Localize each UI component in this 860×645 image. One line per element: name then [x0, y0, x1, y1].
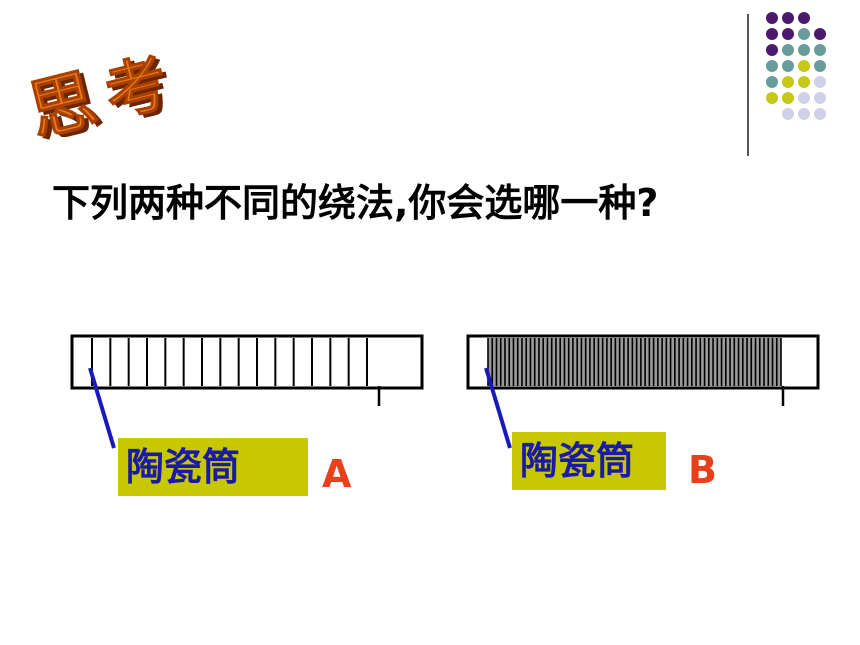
decor-dot	[798, 60, 810, 72]
pointer-line	[484, 367, 512, 449]
decor-dot	[814, 76, 826, 88]
decor-dot	[814, 108, 826, 120]
ceramic-tube	[70, 334, 424, 390]
decorative-dot-grid	[766, 12, 826, 120]
decor-dot	[782, 60, 794, 72]
decor-dot	[782, 12, 794, 24]
decor-dot	[798, 108, 810, 120]
decor-dot	[814, 92, 826, 104]
decor-dot	[814, 28, 826, 40]
decor-dot	[798, 92, 810, 104]
decor-dot	[798, 76, 810, 88]
decor-dot	[814, 44, 826, 56]
decor-dot	[798, 44, 810, 56]
decor-dot	[782, 44, 794, 56]
winding-band	[488, 338, 781, 386]
coil-diagram-b	[466, 334, 820, 449]
decor-dot	[782, 76, 794, 88]
decor-dot	[766, 12, 778, 24]
decor-dot	[814, 60, 826, 72]
decor-dot	[782, 108, 794, 120]
coil-diagram-a	[70, 334, 424, 449]
pointer-line	[88, 367, 116, 449]
decor-dot	[798, 28, 810, 40]
decor-dot	[766, 92, 778, 104]
label-ceramic-tube-b: 陶瓷筒	[512, 432, 666, 490]
title-graphic: 思 思 考 考	[21, 45, 181, 150]
decor-dot	[766, 28, 778, 40]
decor-dot	[766, 44, 778, 56]
question-text: 下列两种不同的绕法,你会选哪一种?	[52, 181, 659, 225]
decor-dot	[782, 92, 794, 104]
decor-dot	[766, 60, 778, 72]
letter-b: B	[688, 448, 717, 492]
divider-line	[747, 14, 749, 156]
decor-dot	[782, 28, 794, 40]
decor-dot	[766, 76, 778, 88]
letter-a: A	[322, 452, 352, 496]
label-ceramic-tube-a: 陶瓷筒	[118, 438, 308, 496]
decor-dot	[798, 12, 810, 24]
